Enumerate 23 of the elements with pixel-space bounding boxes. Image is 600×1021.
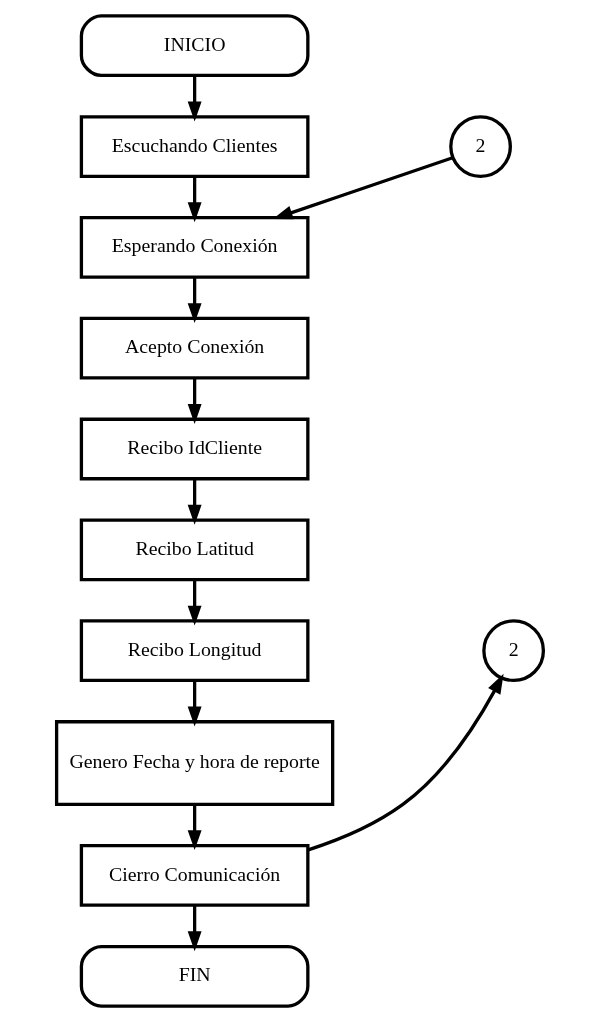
arrow [187,579,202,626]
node-box: Recibo IdCliente [79,417,310,480]
node-box: Genero Fecha y hora de reporte [54,719,335,806]
arrow [272,155,454,219]
arrow [187,478,202,525]
arrow [187,680,202,726]
node-box: FIN [79,944,310,1008]
arrow [187,804,202,850]
arrow [307,673,504,851]
node-box: Esperando Conexión [79,215,310,279]
node-box: INICIO [79,13,310,77]
arrow [187,75,202,121]
node-box: Recibo Latitud [79,517,310,581]
node-circle: 2 [482,618,546,682]
node-box: Acepto Conexión [79,316,310,380]
node-box: Cierro Comunicación [79,843,310,907]
arrow [187,175,202,222]
arrow [187,904,202,951]
arrow [187,276,202,323]
node-box: Escuchando Clientes [79,114,310,178]
node-box: Recibo Longitud [79,618,310,682]
arrow [187,377,202,424]
node-circle: 2 [449,114,512,178]
